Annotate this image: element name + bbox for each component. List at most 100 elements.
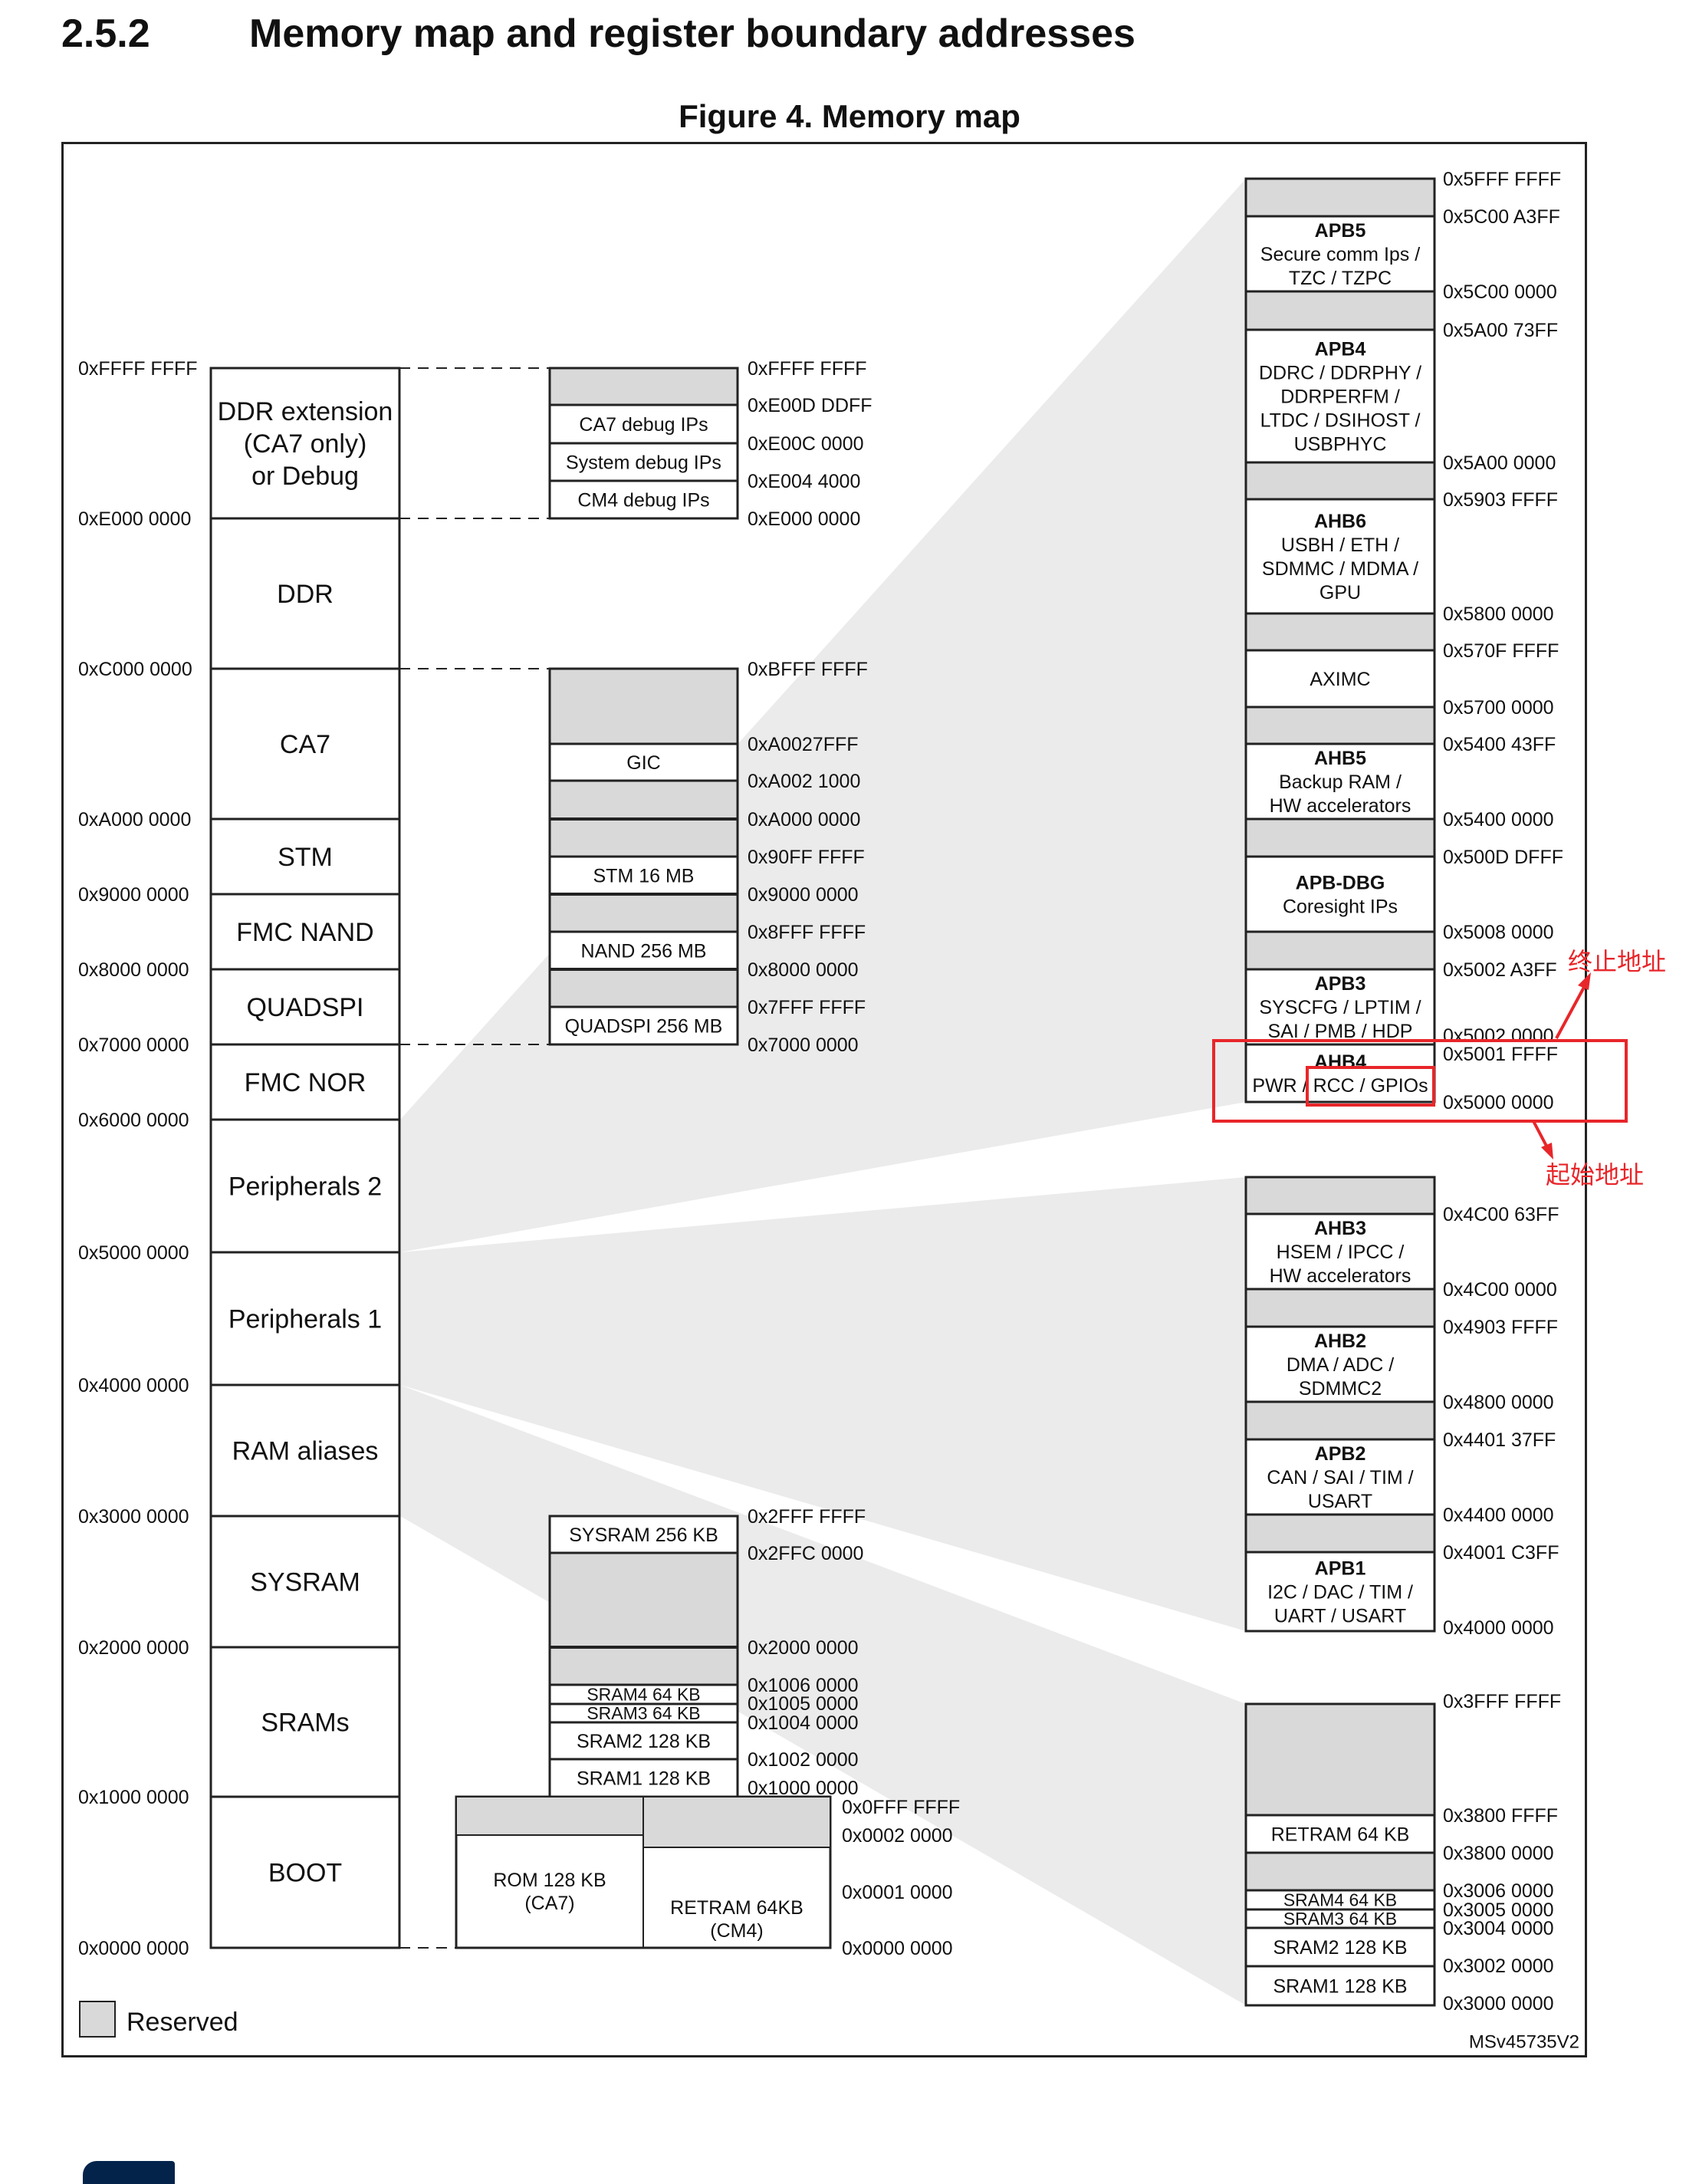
periph2_zoom-block-title: AHB5 — [1314, 748, 1366, 769]
section-title: Memory map and register boundary address… — [249, 12, 1135, 56]
sram-block — [548, 1702, 739, 1724]
periph1_zoom-block — [1244, 1212, 1436, 1291]
reserved-block — [548, 1551, 739, 1649]
reserved-block — [548, 893, 739, 933]
ca7-address-label: 0xA0027FFF — [748, 734, 859, 755]
boot-address-label: 0x0FFF FFFF — [842, 1797, 960, 1818]
periph2-address-label: 0x570F FFFF — [1443, 640, 1559, 662]
main-address-label: 0xC000 0000 — [78, 659, 192, 680]
reserved-block — [548, 779, 739, 821]
debug-address-label: 0xE00C 0000 — [748, 433, 864, 455]
main-region-label: STM — [278, 843, 333, 872]
ca7-address-label: 0xBFFF FFFF — [748, 659, 868, 680]
zoom-shadow-peripherals1 — [400, 1177, 1246, 1631]
ramalias_zoom-block-label: SRAM4 64 KB — [1283, 1890, 1397, 1910]
ramalias-address-label: 0x3800 FFFF — [1443, 1805, 1558, 1827]
reserved-block — [1244, 1400, 1436, 1441]
periph2_zoom-block-text: SYSCFG / LPTIM /SAI / PMB / HDP — [1259, 997, 1421, 1042]
periph2-address-label: 0x5800 0000 — [1443, 604, 1554, 625]
ramalias_zoom-block — [1244, 1965, 1436, 2007]
periph1_zoom-block-text: I2C / DAC / TIM /UART / USART — [1267, 1581, 1413, 1626]
main-address-label: 0x6000 0000 — [78, 1110, 189, 1131]
ramalias_zoom-block — [1244, 1889, 1436, 1911]
periph2_zoom-block — [1244, 498, 1436, 615]
reserved-block — [642, 1796, 831, 1848]
main-region-box — [209, 1795, 401, 1949]
main-region-box — [209, 1646, 401, 1798]
sram-block-label: SRAM3 64 KB — [587, 1703, 700, 1723]
reserved-block — [1244, 1176, 1436, 1215]
main-region-label: BOOT — [268, 1858, 342, 1887]
main-region-box — [209, 367, 401, 520]
periph2_zoom-block-text: Coresight IPs — [1283, 896, 1398, 917]
sram-block — [548, 1721, 739, 1761]
main-region-label: FMC NOR — [245, 1068, 366, 1097]
ca7-address-label: 0x90FF FFFF — [748, 847, 865, 868]
main-region-label: Peripherals 1 — [228, 1304, 382, 1334]
periph2_zoom-block-title: APB5 — [1315, 220, 1366, 242]
sram-block-label: SYSRAM 256 KB — [569, 1525, 718, 1546]
ca7-address-label: 0x8000 0000 — [748, 959, 859, 981]
periph1_zoom-block-title: APB2 — [1315, 1443, 1366, 1465]
debug-address-label: 0xE004 4000 — [748, 471, 860, 492]
ca7-address-label: 0x7000 0000 — [748, 1034, 859, 1056]
periph1_zoom-block-title: AHB3 — [1314, 1218, 1366, 1239]
main-address-label: 0x4000 0000 — [78, 1375, 189, 1396]
reserved-block — [1244, 461, 1436, 501]
ramalias-address-label: 0x3005 0000 — [1443, 1899, 1554, 1921]
periph1-address-label: 0x4000 0000 — [1443, 1617, 1554, 1639]
ramalias_zoom-block-label: SRAM1 128 KB — [1273, 1975, 1407, 1997]
ca7-zone-block-label: QUADSPI 256 MB — [565, 1015, 723, 1037]
legend-reserved-swatch — [79, 2001, 116, 2038]
sram-address-label: 0x1004 0000 — [748, 1712, 859, 1734]
periph2-address-label: 0x5A00 0000 — [1443, 452, 1556, 474]
main-address-label: 0x0000 0000 — [78, 1938, 189, 1959]
boot-address-label: 0x0000 0000 — [842, 1938, 953, 1959]
main-address-label: 0x9000 0000 — [78, 884, 189, 906]
periph2-address-label: 0x5000 0000 — [1443, 1092, 1554, 1113]
debug-block — [548, 403, 739, 445]
periph2-address-label: 0x5A00 73FF — [1443, 320, 1558, 341]
ramalias-address-label: 0x3800 0000 — [1443, 1843, 1554, 1864]
sram-address-label: 0x1006 0000 — [748, 1675, 859, 1696]
ramalias-address-label: 0x3000 0000 — [1443, 1993, 1554, 2015]
main-region-label: DDR extension(CA7 only)or Debug — [218, 397, 393, 491]
debug-block-label: CA7 debug IPs — [579, 414, 708, 436]
ramalias-address-label: 0x3006 0000 — [1443, 1880, 1554, 1902]
main-region-box — [209, 1043, 401, 1121]
sram-address-label: 0x1005 0000 — [748, 1693, 859, 1715]
ca7-zone-block-label: NAND 256 MB — [581, 940, 707, 962]
reserved-block — [548, 817, 739, 858]
reserved-block — [548, 1646, 739, 1686]
periph2_zoom-block-text: DDRC / DDRPHY /DDRPERFM /LTDC / DSIHOST … — [1259, 362, 1421, 455]
periph2-address-label: 0x5002 A3FF — [1443, 959, 1557, 981]
ramalias-address-label: 0x3002 0000 — [1443, 1955, 1554, 1977]
debug-address-label: 0xE000 0000 — [748, 508, 860, 530]
reserved-block — [548, 968, 739, 1008]
sram-address-label: 0x1000 0000 — [748, 1778, 859, 1799]
periph2-address-label: 0x5400 43FF — [1443, 734, 1556, 755]
periph2_zoom-block — [1244, 855, 1436, 933]
periph2_zoom-block-text: Backup RAM /HW accelerators — [1270, 771, 1411, 817]
periph1-address-label: 0x4401 37FF — [1443, 1429, 1556, 1451]
periph2_zoom-block-title: AHB6 — [1314, 511, 1366, 532]
retram-block-label: RETRAM 64KB(CM4) — [670, 1897, 803, 1942]
periph2_zoom-block-text: AXIMC — [1310, 669, 1370, 690]
periph2-address-label: 0x5C00 A3FF — [1443, 206, 1560, 228]
periph1-address-label: 0x4903 FFFF — [1443, 1317, 1558, 1338]
reserved-block — [548, 667, 739, 745]
start-address-arrowhead — [1541, 1143, 1553, 1159]
periph2_zoom-block — [1244, 1043, 1436, 1104]
ca7-zone-block — [548, 1005, 739, 1046]
periph2_zoom-block-title: AHB4 — [1314, 1051, 1366, 1073]
ca7-zone-block — [548, 930, 739, 971]
ramalias-address-label: 0x3FFF FFFF — [1443, 1691, 1561, 1712]
periph2-address-label: 0x5FFF FFFF — [1443, 169, 1561, 190]
highlight-box-inner — [1306, 1066, 1435, 1107]
sram-address-label: 0x2000 0000 — [748, 1637, 859, 1659]
debug-address-label: 0xE00D DDFF — [748, 395, 873, 416]
reserved-block — [1244, 930, 1436, 971]
main-address-label: 0x1000 0000 — [78, 1787, 189, 1808]
main-region-label: CA7 — [280, 730, 330, 759]
